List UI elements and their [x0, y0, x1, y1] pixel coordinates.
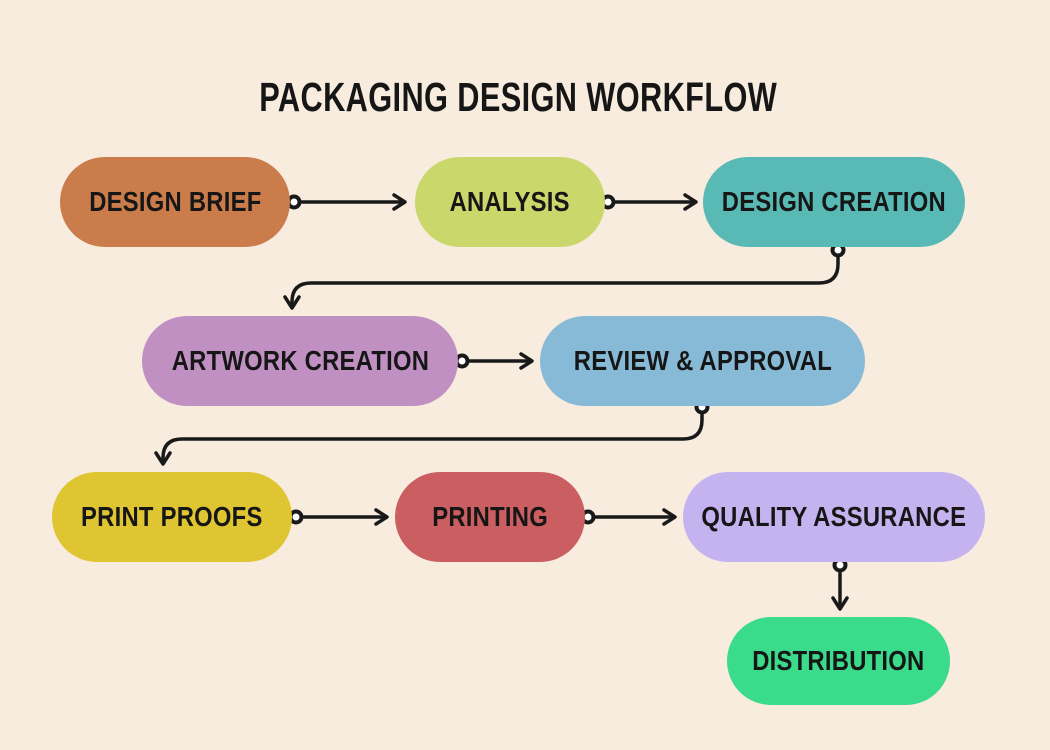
- node-print-proofs-label: PRINT PROOFS: [81, 501, 263, 532]
- node-review-approval-label: REVIEW & APPROVAL: [573, 345, 832, 376]
- node-review-approval: REVIEW & APPROVAL: [540, 316, 865, 406]
- edge-dot-artwork-creation: [454, 353, 470, 369]
- node-printing-label: PRINTING: [432, 501, 548, 532]
- node-print-proofs: PRINT PROOFS: [52, 472, 292, 562]
- edge-design-creation-artwork-creation: [283, 256, 840, 310]
- node-artwork-creation: ARTWORK CREATION: [142, 316, 458, 406]
- node-analysis: ANALYSIS: [415, 157, 605, 247]
- edge-dot-print-proofs: [288, 509, 304, 525]
- node-design-creation-label: DESIGN CREATION: [721, 186, 947, 217]
- node-distribution-label: DISTRIBUTION: [752, 645, 925, 676]
- edge-review-approval-print-proofs: [154, 413, 704, 466]
- node-printing: PRINTING: [395, 472, 585, 562]
- node-design-brief-label: DESIGN BRIEF: [88, 186, 262, 217]
- node-quality-assurance: QUALITY ASSURANCE: [683, 472, 985, 562]
- node-distribution: DISTRIBUTION: [727, 617, 950, 705]
- node-artwork-creation-label: ARTWORK CREATION: [171, 345, 429, 376]
- node-design-creation: DESIGN CREATION: [703, 157, 965, 247]
- node-design-brief: DESIGN BRIEF: [60, 157, 290, 247]
- page-title: PACKAGING DESIGN WORKFLOW: [0, 74, 1036, 121]
- page-title-text: PACKAGING DESIGN WORKFLOW: [259, 74, 777, 120]
- node-analysis-label: ANALYSIS: [449, 186, 571, 217]
- node-quality-assurance-label: QUALITY ASSURANCE: [701, 501, 967, 532]
- edge-dot-design-brief: [286, 194, 302, 210]
